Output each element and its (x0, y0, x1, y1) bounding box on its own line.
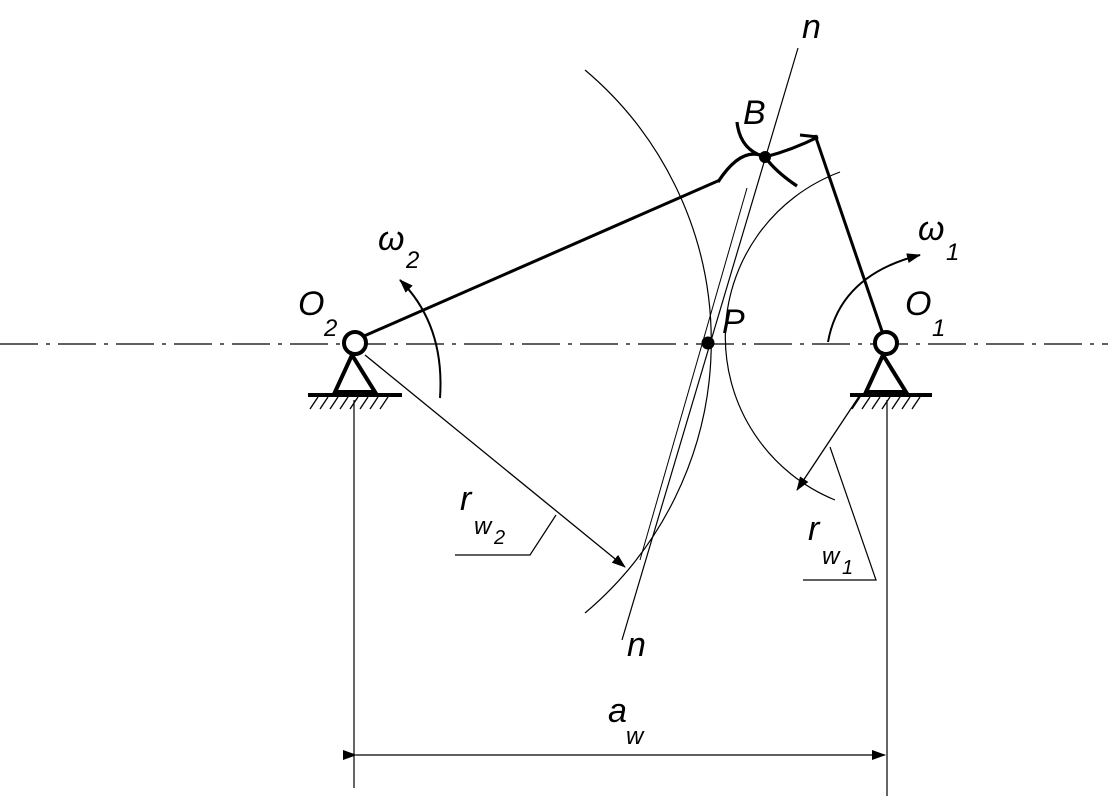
label-b: B (743, 94, 766, 132)
label-rw1: r (808, 510, 821, 548)
label-rw2-subsub: 2 (493, 527, 505, 549)
label-aw: a (608, 692, 627, 730)
label-rw1-subsub: 1 (842, 557, 853, 579)
omega2-arrow (399, 279, 442, 399)
label-omega1: ω (918, 210, 944, 248)
link-o2 (354, 178, 721, 342)
label-o2-sub: 2 (323, 315, 337, 342)
label-omega2-sub: 2 (405, 247, 419, 274)
label-p: P (722, 303, 745, 341)
label-rw2: r (460, 480, 473, 518)
support-o1 (850, 330, 932, 410)
rw1-leader (803, 446, 877, 581)
label-n-top: n (802, 8, 821, 46)
label-o1-sub: 1 (932, 315, 945, 342)
label-o2: O (298, 285, 324, 323)
tooth-profile-2 (716, 152, 798, 188)
contact-point-b (759, 151, 771, 163)
rw2-leader (455, 514, 557, 556)
link-o1-top (799, 133, 819, 139)
pitch-circle-arc-1 (724, 171, 841, 501)
label-aw-sub: w (626, 723, 645, 750)
label-rw2-sub: w (474, 513, 493, 540)
pitch-point-p (701, 336, 715, 350)
radius-rw1 (796, 394, 861, 491)
label-n-bottom: n (627, 626, 646, 664)
label-rw1-sub: w (822, 543, 841, 570)
radius-rw2 (364, 354, 626, 568)
omega1-arrow (827, 253, 921, 343)
label-omega1-sub: 1 (946, 239, 959, 266)
label-omega2: ω (378, 220, 404, 258)
support-o2 (308, 330, 402, 410)
label-o1: O (905, 285, 931, 323)
link-o1 (813, 134, 887, 341)
tangent-line (639, 187, 748, 561)
